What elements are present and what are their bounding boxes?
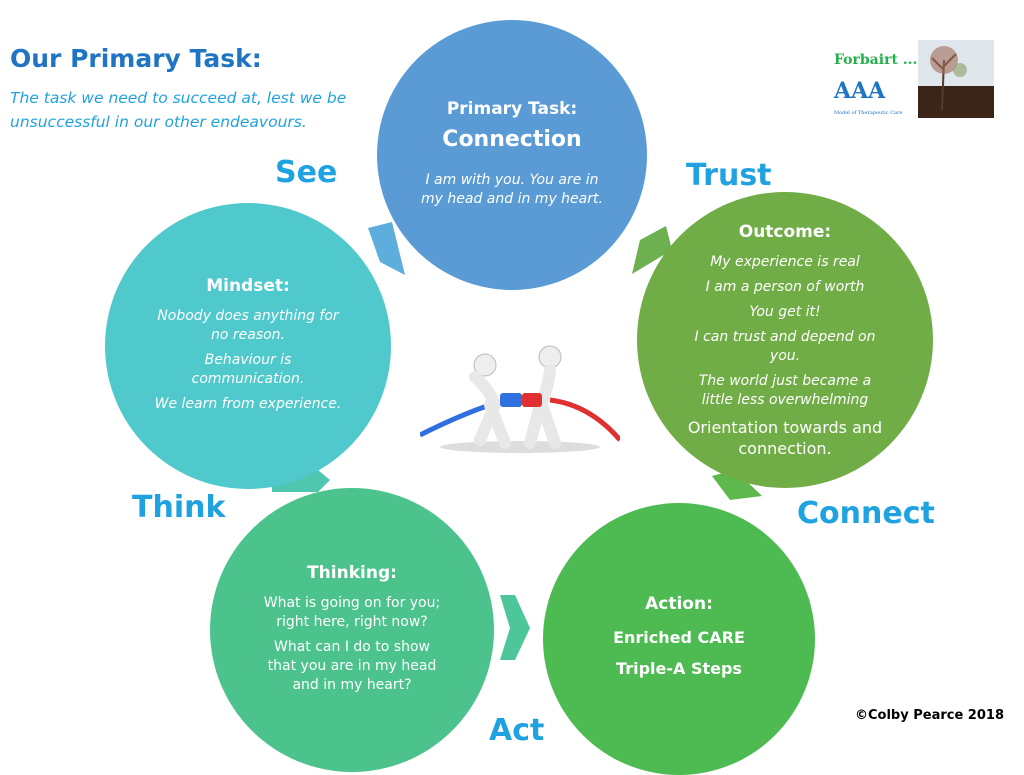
primary-heading: Primary Task: bbox=[446, 98, 578, 119]
plug-figures-illustration bbox=[420, 345, 620, 453]
arrow-action-to-outcome bbox=[712, 470, 762, 500]
circle-action: Action: Enriched CARE Triple-A Steps bbox=[543, 503, 815, 775]
action-heading: Action: bbox=[645, 594, 713, 614]
mindset-line: Nobody does anything for no reason. bbox=[157, 307, 339, 343]
label-connect: Connect bbox=[797, 496, 935, 531]
forbairt-logo: Forbairt ... AAA Model of Therapeutic Ca… bbox=[830, 40, 1010, 130]
arrow-outcome-to-primary bbox=[632, 226, 672, 274]
mindset-line: Behaviour is communication. bbox=[191, 351, 305, 387]
label-trust: Trust bbox=[686, 158, 772, 193]
thinking-line: What can I do to show that you are in my… bbox=[267, 638, 437, 693]
action-line: Enriched CARE bbox=[613, 628, 745, 647]
outcome-line: I can trust and depend on you. bbox=[694, 328, 876, 364]
circle-outcome: Outcome: My experience is real I am a pe… bbox=[637, 192, 933, 488]
primary-text: I am with you. You are in my head and in… bbox=[421, 171, 603, 207]
logo-mark: AAA bbox=[834, 78, 886, 104]
thinking-heading: Thinking: bbox=[307, 562, 397, 583]
outcome-line: My experience is real bbox=[710, 253, 860, 270]
page-subtitle: The task we need to succeed at, lest we … bbox=[10, 89, 347, 131]
label-act: Act bbox=[489, 713, 545, 748]
primary-title: Connection bbox=[442, 126, 582, 152]
thinking-line: What is going on for you; right here, ri… bbox=[263, 594, 441, 630]
mindset-heading: Mindset: bbox=[206, 275, 290, 296]
outcome-footer: Orientation towards and connection. bbox=[687, 417, 883, 458]
mindset-line: We learn from experience. bbox=[154, 395, 342, 412]
logo-brand: Forbairt ... bbox=[834, 52, 918, 68]
arrow-thinking-to-action bbox=[500, 595, 530, 660]
circle-thinking: Thinking: What is going on for you; righ… bbox=[210, 488, 494, 772]
action-line: Triple-A Steps bbox=[616, 659, 742, 678]
outcome-line: The world just became a little less over… bbox=[698, 372, 872, 408]
circle-primary-task: Primary Task: Connection I am with you. … bbox=[377, 20, 647, 290]
tree-picture bbox=[918, 40, 994, 118]
circle-mindset: Mindset: Nobody does anything for no rea… bbox=[105, 203, 391, 489]
outcome-line: You get it! bbox=[749, 303, 821, 320]
label-think: Think bbox=[132, 490, 226, 525]
page-title: Our Primary Task: bbox=[10, 44, 262, 73]
logo-caption: Model of Therapeutic Care bbox=[834, 110, 903, 116]
label-see: See bbox=[275, 155, 338, 190]
arrow-mindset-to-primary bbox=[368, 222, 405, 275]
outcome-line: I am a person of worth bbox=[705, 278, 865, 295]
outcome-heading: Outcome: bbox=[738, 221, 832, 242]
copyright: ©Colby Pearce 2018 bbox=[855, 708, 1004, 723]
